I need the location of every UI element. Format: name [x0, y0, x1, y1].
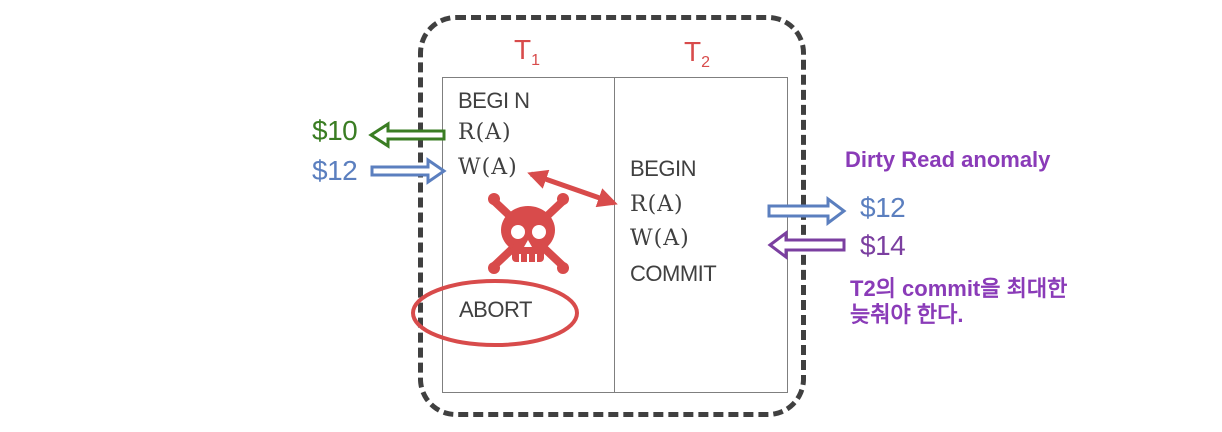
column-divider: [614, 77, 615, 393]
t1-read-value: $10: [312, 115, 358, 146]
t2-write-arrow: [767, 230, 846, 260]
t2-begin: BEGIN: [630, 156, 696, 181]
t2-header: T2: [684, 36, 711, 71]
t2-read: R(A): [630, 192, 684, 217]
t2-commit: COMMIT: [630, 261, 717, 286]
t1-abort: ABORT: [459, 297, 532, 322]
t1-write-arrow: [370, 157, 447, 185]
note-line-1: T2의 commit을 최대한: [850, 276, 1068, 301]
t1-begin: BEGI N: [458, 88, 530, 113]
t1-header: T1: [514, 34, 541, 69]
t2-read-arrow: [767, 196, 847, 226]
skull-crossbones-icon: [488, 193, 569, 274]
t1-write-value: $12: [312, 155, 358, 186]
double-arrow-icon: [527, 169, 618, 208]
t1-read-arrow: [368, 121, 446, 149]
t2-write: W(A): [630, 226, 690, 251]
t1-write: W(A): [458, 155, 518, 180]
t2-write-value: $14: [860, 230, 906, 261]
t2-read-value: $12: [860, 192, 906, 223]
abort-highlight-ellipse: [411, 279, 579, 347]
anomaly-label: Dirty Read anomaly: [845, 147, 1051, 172]
t1-read: R(A): [458, 120, 512, 145]
note-line-2: 늦춰야 한다.: [850, 302, 964, 327]
